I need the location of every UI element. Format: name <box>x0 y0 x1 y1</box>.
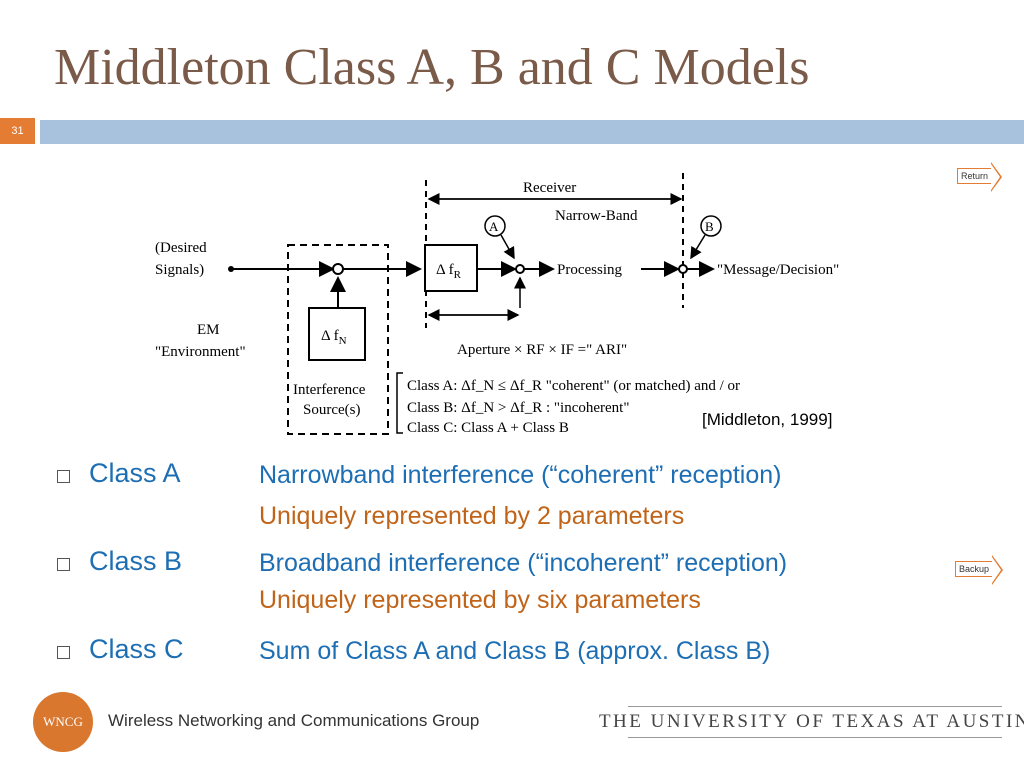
class-description: Narrowband interference (“coherent” rece… <box>259 461 782 489</box>
node-b <box>678 264 688 274</box>
slide-number: 31 <box>0 118 35 144</box>
group-name: Wireless Networking and Communications G… <box>108 711 480 730</box>
class-name: Class C <box>89 634 184 664</box>
message-decision-label: "Message/Decision" <box>717 262 839 278</box>
backup-button[interactable]: Backup <box>955 555 1004 585</box>
middleton-model-diagram: (Desired Signals) EM "Environment" Δ fN … <box>155 173 839 436</box>
interference-label: Interference <box>293 382 366 398</box>
list-item: Class C Sum of Class A and Class B (appr… <box>55 634 1015 678</box>
class-c-definition: Class C: Class A + Class B <box>407 420 569 436</box>
node-a <box>515 264 525 274</box>
class-bullet-list: Class A Narrowband interference (“cohere… <box>55 458 1015 678</box>
delta-fn-label: Δ fN <box>321 328 347 347</box>
list-item: Class A Narrowband interference (“cohere… <box>55 458 1015 546</box>
desired-signals-label: (Desired <box>155 240 207 256</box>
class-name: Class A <box>89 458 181 488</box>
citation: [Middleton, 1999] <box>702 410 833 429</box>
return-button[interactable]: Return <box>957 162 1003 192</box>
marker-b-label: B <box>705 219 714 234</box>
desired-signals-label-2: Signals) <box>155 262 204 278</box>
signal-source-dot <box>228 266 234 272</box>
marker-b-circle <box>700 215 722 237</box>
source-label: Source(s) <box>303 402 360 418</box>
square-bullet-icon <box>57 470 70 483</box>
em-label: EM <box>197 322 220 338</box>
delta-fn-box <box>308 307 366 361</box>
class-description: Broadband interference (“incoherent” rec… <box>259 549 788 577</box>
processing-label: Processing <box>557 262 622 278</box>
marker-a-circle <box>484 215 506 237</box>
wncg-logo: WNCG <box>33 692 93 752</box>
class-name: Class B <box>89 546 183 576</box>
class-description: Sum of Class A and Class B (approx. Clas… <box>259 637 771 665</box>
square-bullet-icon <box>57 646 70 659</box>
square-bullet-icon <box>57 558 70 571</box>
environment-label: "Environment" <box>155 344 246 360</box>
delta-fr-label: Δ fR <box>436 262 462 281</box>
wncg-logo-text: WNCG <box>43 714 83 729</box>
receiver-label: Receiver <box>523 180 576 196</box>
aperture-label: Aperture × RF × IF =" ARI" <box>457 342 627 358</box>
slide-title: Middleton Class A, B and C Models <box>54 39 810 96</box>
university-wordmark: THE UNIVERSITY OF TEXAS AT AUSTIN <box>599 706 1024 738</box>
class-parameters: Uniquely represented by 2 parameters <box>259 502 685 530</box>
interference-region <box>287 244 389 435</box>
summing-junction <box>332 263 344 275</box>
class-a-definition: Class A: Δf_N ≤ Δf_R "coherent" (or matc… <box>407 378 740 394</box>
marker-a-label: A <box>489 219 499 234</box>
narrow-band-label: Narrow-Band <box>555 208 638 224</box>
class-b-definition: Class B: Δf_N > Δf_R : "incoherent" <box>407 400 629 416</box>
class-bracket <box>396 372 403 434</box>
title-divider-bar <box>40 120 1024 144</box>
class-parameters: Uniquely represented by six parameters <box>259 586 701 614</box>
list-item: Class B Broadband interference (“incoher… <box>55 546 1015 634</box>
